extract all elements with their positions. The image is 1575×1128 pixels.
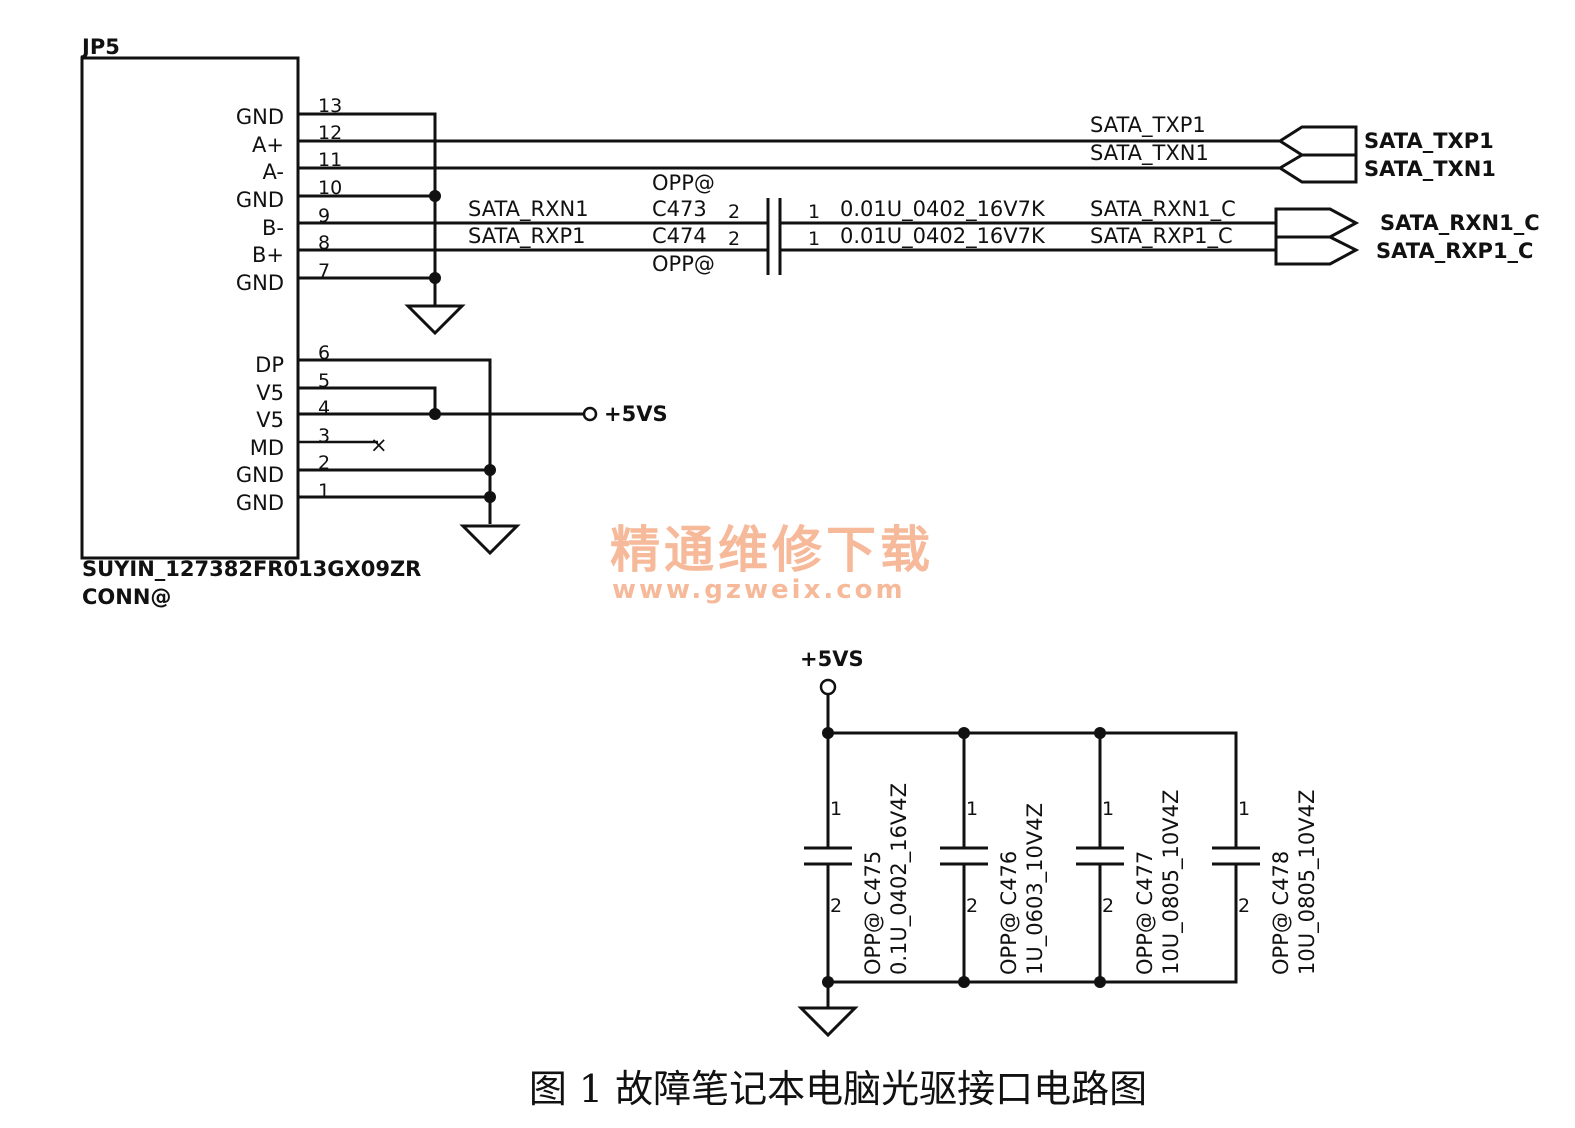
connector-option: CONN@ [82,585,171,609]
pin-name-1: GND [236,491,284,515]
pin-num-c475-2: 2 [830,895,842,917]
pin-num-c477-1: 1 [1102,798,1114,820]
tx-pair: SATA_TXP1 SATA_TXN1 SATA_TXP1 SATA_TXN1 [298,113,1496,184]
cap-option-bottom: OPP@ [652,252,715,276]
cap-pin-1-c473: 1 [808,201,820,223]
cap-ref-c476: OPP@ C476 [997,851,1021,975]
net-label-rxn: SATA_RXN1 [468,197,589,222]
port-label-txn: SATA_TXN1 [1364,157,1496,181]
ground-symbol-top [404,304,466,336]
cap-pin-2-c474: 2 [728,228,740,250]
port-rxp-c [1274,235,1360,266]
net-label-txp: SATA_TXP1 [1090,113,1206,138]
power-section: +5VS × [298,358,668,556]
pin-num-4: 4 [318,397,330,419]
port-txp [1277,125,1358,157]
watermark-url: www.gzweix.com [612,575,906,605]
cap-value-c475: 0.1U_0402_16V4Z [887,783,912,975]
pin-name-8: B+ [252,243,284,267]
pin-num-11: 11 [318,149,342,171]
pin-name-11: A- [263,160,284,184]
pin-name-5: V5 [256,381,284,405]
connector-ref: JP5 [80,35,120,59]
pin-num-12: 12 [318,122,342,144]
cap-pin-2-c473: 2 [728,201,740,223]
port-txn [1277,153,1358,184]
pin-num-c476-1: 1 [966,798,978,820]
cap-ref-c474: C474 [652,224,707,248]
pin-num-1: 1 [318,480,330,502]
ground-symbol-decoupling [797,1006,859,1038]
ground-symbol-bottom [459,524,521,556]
decoupling-section: +5VS 1 2 1 2 1 2 1 2 O [797,647,1320,1038]
pin-num-c475-1: 1 [830,798,842,820]
connector-body [80,56,300,560]
cap-ref-c473: C473 [652,197,707,221]
pin-num-3: 3 [318,425,330,447]
pin-name-6: DP [255,353,284,377]
pin-num-13: 13 [318,95,342,117]
pin-num-c478-1: 1 [1238,798,1250,820]
net-label-txn: SATA_TXN1 [1090,141,1209,166]
cap-value-c477: 10U_0805_10V4Z [1159,790,1184,975]
port-rxn-c [1274,207,1360,239]
cap-value-c476: 1U_0603_10V4Z [1023,803,1048,975]
power-port-5vs-bottom [819,678,837,696]
pin-name-9: B- [262,216,284,240]
port-label-rxp-c: SATA_RXP1_C [1376,239,1533,263]
pin-num-c476-2: 2 [966,895,978,917]
pin-num-c478-2: 2 [1238,895,1250,917]
connector-part: SUYIN_127382FR013GX09ZR [82,557,421,581]
cap-ref-c478: OPP@ C478 [1269,851,1293,975]
cap-value-c473: 0.01U_0402_16V7K [840,197,1046,222]
pin-name-2: GND [236,463,284,487]
pin-name-12: A+ [252,133,284,157]
pin-name-7: GND [236,271,284,295]
pin-name-4: V5 [256,408,284,432]
power-label-5vs: +5VS [604,402,668,426]
cap-option-top: OPP@ [652,171,715,195]
power-port-5vs [582,406,598,422]
watermark: 精通维修下载 www.gzweix.com [610,520,934,605]
power-label-5vs-bottom: +5VS [800,647,864,671]
rx-pair: SATA_RXN1 SATA_RXP1 OPP@ C473 C474 OPP@ … [298,171,1540,276]
port-label-rxn-c: SATA_RXN1_C [1380,211,1540,235]
cap-ref-c477: OPP@ C477 [1133,851,1157,975]
net-label-rxn-c: SATA_RXN1_C [1090,197,1236,222]
port-label-txp: SATA_TXP1 [1364,129,1494,153]
pin-num-10: 10 [318,177,342,199]
connector-jp5: JP5 SUYIN_127382FR013GX09ZR CONN@ GND A+… [80,35,421,609]
net-label-rxp: SATA_RXP1 [468,224,586,249]
watermark-cn: 精通维修下载 [610,520,934,579]
pin-name-10: GND [236,188,284,212]
gnd-net-top [298,112,466,336]
figure-caption: 图 1 故障笔记本电脑光驱接口电路图 [529,1067,1147,1111]
pin-num-c477-2: 2 [1102,895,1114,917]
no-connect-marker: × [370,433,388,457]
pin-name-13: GND [236,105,284,129]
cap-value-c478: 10U_0805_10V4Z [1295,790,1320,975]
cap-value-c474: 0.01U_0402_16V7K [840,224,1046,249]
net-label-rxp-c: SATA_RXP1_C [1090,224,1233,249]
pin-name-3: MD [250,436,284,460]
cap-ref-c475: OPP@ C475 [861,851,885,975]
cap-pin-1-c474: 1 [808,228,820,250]
